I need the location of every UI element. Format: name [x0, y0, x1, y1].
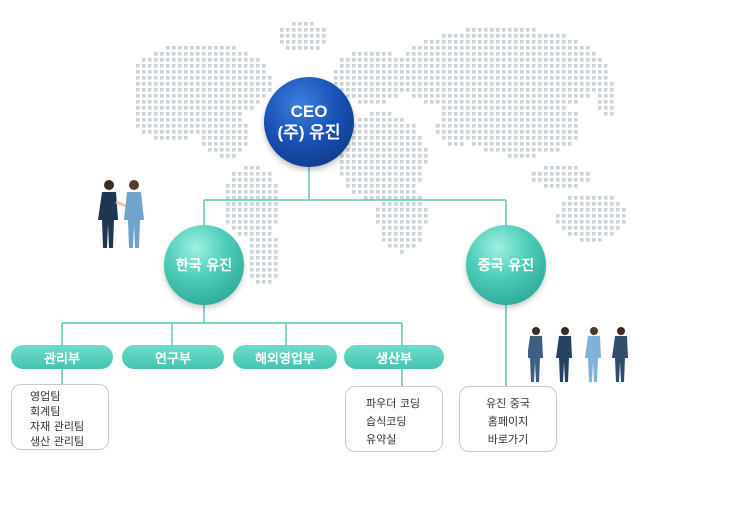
- china-branch-node: 중국 유진: [466, 225, 546, 305]
- team-item: 영업팀: [30, 390, 61, 403]
- team-item: 회계팀: [30, 405, 61, 418]
- china-homepage-link[interactable]: 유진 중국 홈페이지 바로가기: [459, 386, 557, 452]
- business-handshake-icon: [98, 180, 144, 248]
- ceo-node: CEO (주) 유진: [264, 77, 354, 167]
- dept-admin: 관리부: [11, 345, 113, 369]
- business-people-icon: [528, 327, 628, 382]
- dept-overseas-sales-label: 해외영업부: [255, 351, 315, 367]
- dept-production-label: 생산부: [376, 351, 412, 367]
- dept-research-label: 연구부: [155, 351, 191, 367]
- team-item: 생산 관리팀: [30, 435, 85, 448]
- ceo-title: CEO: [290, 102, 328, 121]
- link-line[interactable]: 유진 중국: [486, 397, 530, 410]
- link-line[interactable]: 바로가기: [487, 433, 529, 446]
- dept-production: 생산부: [344, 345, 444, 369]
- team-item: 자재 관리팀: [30, 420, 85, 433]
- admin-teams-box: 영업팀 회계팀 자재 관리팀 생산 관리팀: [11, 384, 109, 450]
- china-branch-label: 중국 유진: [477, 258, 535, 274]
- team-item: 습식코딩: [366, 415, 407, 428]
- dept-research: 연구부: [122, 345, 224, 369]
- production-teams-box: 파우더 코딩 습식코딩 유약실: [345, 386, 443, 452]
- link-line[interactable]: 홈페이지: [487, 415, 529, 428]
- korea-branch-node: 한국 유진: [164, 225, 244, 305]
- dept-overseas-sales: 해외영업부: [233, 345, 337, 369]
- dept-admin-label: 관리부: [44, 351, 80, 367]
- korea-branch-label: 한국 유진: [175, 258, 233, 274]
- team-item: 유약실: [366, 433, 397, 446]
- team-item: 파우더 코딩: [366, 397, 421, 410]
- company-name: (주) 유진: [277, 123, 341, 142]
